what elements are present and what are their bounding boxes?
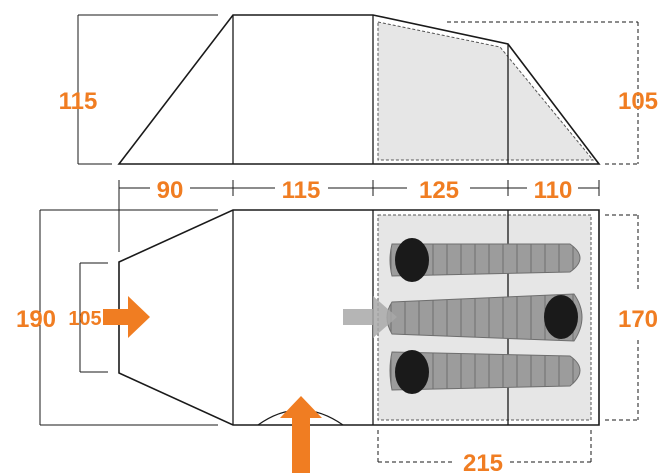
sleeping-bag-icon <box>389 350 581 394</box>
orange-arrow-right-icon <box>103 296 150 338</box>
orange-arrow-up-icon <box>280 396 322 473</box>
bag-hood-icon <box>544 295 578 339</box>
inner-length-label: 215 <box>463 450 503 473</box>
side-flysheet-outline <box>117 14 601 165</box>
segment-dimension-line <box>118 180 600 196</box>
door-width-label: 105 <box>68 308 101 330</box>
height-right-label: 105 <box>618 88 658 115</box>
bag-hood-icon <box>395 238 429 282</box>
height-right-bracket <box>447 21 639 165</box>
segment-width-3: 125 <box>419 177 459 204</box>
segment-width-2: 115 <box>282 177 321 204</box>
height-left-bracket <box>77 14 218 165</box>
overall-width-label: 190 <box>16 306 56 333</box>
inner-width-bracket <box>605 214 639 421</box>
door-width-bracket <box>79 262 108 373</box>
bag-hood-icon <box>395 350 429 394</box>
segment-width-1: 90 <box>157 177 184 204</box>
segment-width-4: 110 <box>534 177 573 204</box>
inner-width-label: 170 <box>618 306 658 333</box>
side-elevation: 115 105 90 115 125 110 <box>59 14 658 204</box>
overall-width-bracket <box>39 196 218 426</box>
side-inner-tent <box>377 21 595 161</box>
grey-arrow-right-icon <box>343 296 397 338</box>
sleeping-bag-icon <box>389 238 581 282</box>
plan-view: 190 105 170 215 <box>16 196 658 473</box>
height-left-label: 115 <box>59 88 98 115</box>
sleeping-bag-icon <box>386 293 583 342</box>
inner-length-bracket <box>377 430 592 463</box>
